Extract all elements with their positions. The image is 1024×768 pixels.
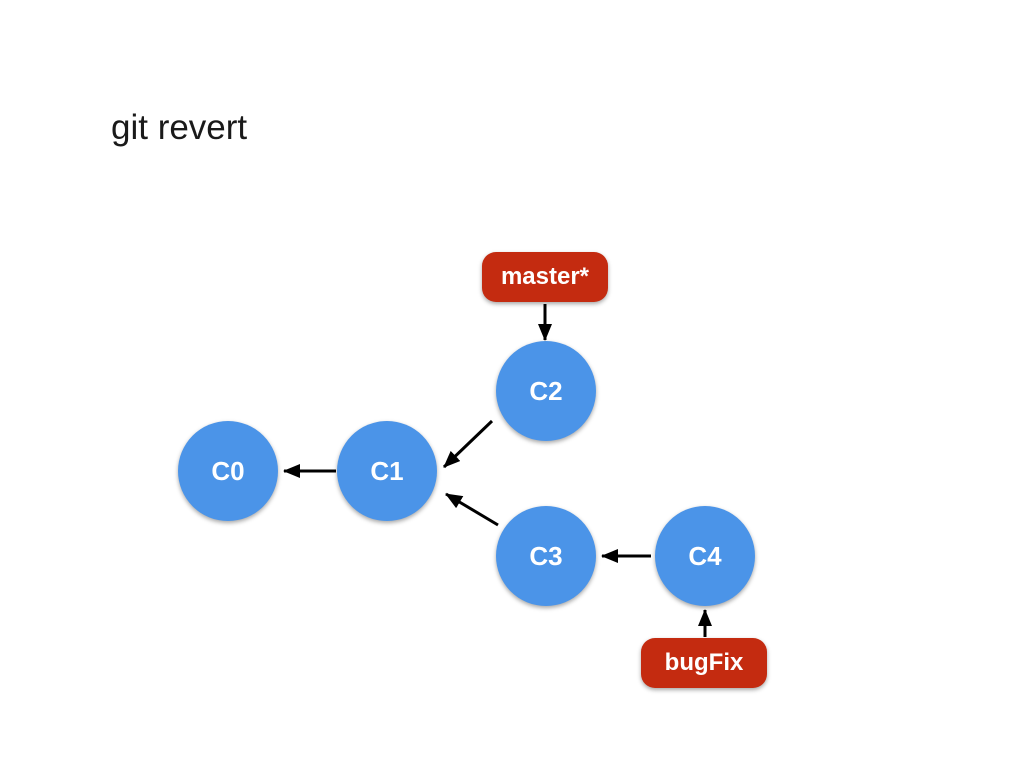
- commit-node-c4: C4: [655, 506, 755, 606]
- commit-label-c3: C3: [529, 540, 563, 571]
- commit-label-c1: C1: [370, 455, 404, 486]
- branch-label-master-text: master*: [500, 263, 590, 290]
- edge-c3-to-c1: [445, 492, 499, 527]
- commit-label-c4: C4: [688, 540, 722, 571]
- commit-node-c1: C1: [337, 421, 437, 521]
- commit-node-c3: C3: [496, 506, 596, 606]
- commit-label-c2: C2: [529, 375, 563, 406]
- branch-label-bugfix: bugFix: [641, 638, 767, 688]
- edge-c2-to-c1: [442, 419, 494, 469]
- slide-title: git revert: [111, 108, 248, 147]
- branch-label-master: master*: [482, 252, 608, 302]
- commit-label-c0: C0: [211, 455, 245, 486]
- commit-node-c0: C0: [178, 421, 278, 521]
- commit-node-c2: C2: [496, 341, 596, 441]
- branch-label-bugfix-text: bugFix: [664, 649, 744, 676]
